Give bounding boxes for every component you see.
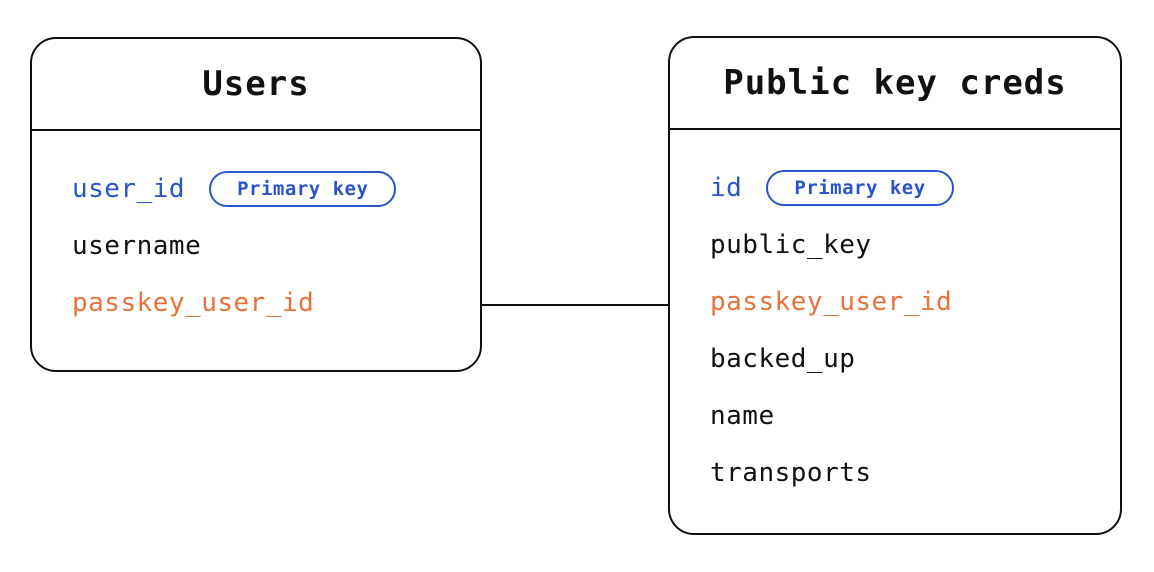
table-fields-users: user_id Primary key username passkey_use… <box>32 131 480 331</box>
field-row-id: id Primary key <box>710 159 1110 216</box>
field-row-backed-up: backed_up <box>710 330 1110 387</box>
field-row-user-id: user_id Primary key <box>72 160 470 217</box>
table-fields-public-key-creds: id Primary key public_key passkey_user_i… <box>670 130 1120 501</box>
field-name-backed-up: backed_up <box>710 343 856 374</box>
table-title-users: Users <box>202 64 310 104</box>
field-name-transports: transports <box>710 457 872 488</box>
field-name-passkey-user-id: passkey_user_id <box>710 286 953 317</box>
field-name-public-key: public_key <box>710 229 872 260</box>
field-row-transports: transports <box>710 444 1110 501</box>
primary-key-badge: Primary key <box>766 169 954 206</box>
field-row-passkey-user-id: passkey_user_id <box>710 273 1110 330</box>
field-row-name: name <box>710 387 1110 444</box>
field-name-passkey-user-id: passkey_user_id <box>72 287 315 318</box>
table-header-public-key-creds: Public key creds <box>670 38 1120 130</box>
field-row-username: username <box>72 217 470 274</box>
field-name-id: id <box>710 172 743 203</box>
field-row-public-key: public_key <box>710 216 1110 273</box>
table-card-users: Users user_id Primary key username passk… <box>30 37 482 372</box>
field-row-passkey-user-id: passkey_user_id <box>72 274 470 331</box>
primary-key-badge: Primary key <box>209 170 397 207</box>
table-header-users: Users <box>32 39 480 131</box>
field-name-username: username <box>72 230 202 261</box>
table-title-public-key-creds: Public key creds <box>723 63 1067 103</box>
relationship-connector <box>482 304 668 306</box>
table-card-public-key-creds: Public key creds id Primary key public_k… <box>668 36 1122 535</box>
field-name-name: name <box>710 400 775 431</box>
field-name-user-id: user_id <box>72 173 186 204</box>
